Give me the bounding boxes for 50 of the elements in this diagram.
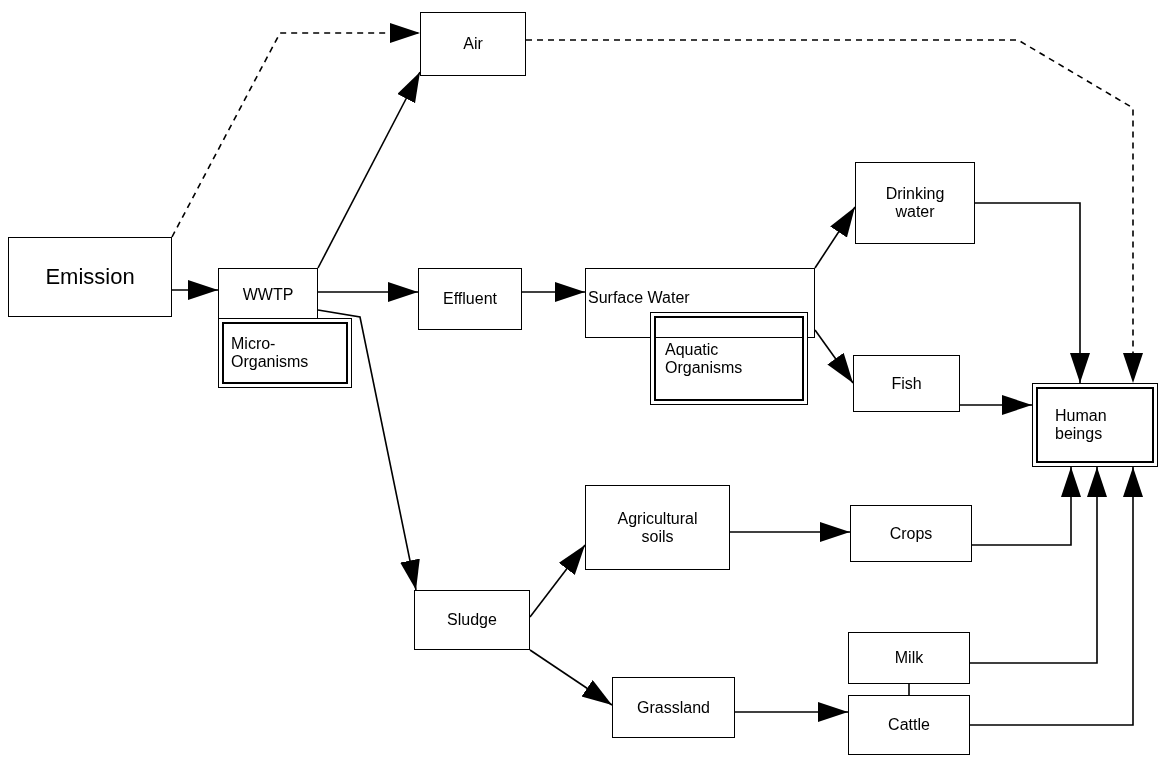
box-label: WWTP xyxy=(242,286,294,304)
dashed-arrow xyxy=(525,39,1143,384)
arrow xyxy=(317,309,420,591)
box-label: Cattle xyxy=(888,716,930,734)
arrow xyxy=(521,282,586,302)
process-box xyxy=(853,355,960,412)
process-box xyxy=(418,268,522,330)
box-label: Human beings xyxy=(1055,407,1108,443)
process-box xyxy=(612,677,735,738)
process-box xyxy=(848,695,970,755)
box-label: Micro- Organisms xyxy=(231,335,310,371)
arrow xyxy=(814,329,854,384)
box-label: Grassland xyxy=(637,698,710,717)
process-box xyxy=(585,485,730,570)
box-label: Fish xyxy=(891,374,922,393)
connector-line xyxy=(908,683,910,696)
box-label: Air xyxy=(463,35,483,53)
arrow xyxy=(959,395,1033,415)
arrow xyxy=(734,702,849,722)
arrow xyxy=(729,522,851,542)
arrow xyxy=(969,466,1107,664)
dashed-arrow xyxy=(171,23,421,238)
process-box xyxy=(855,162,975,244)
process-box xyxy=(420,12,526,76)
double-border-box xyxy=(218,318,352,388)
arrow xyxy=(317,282,419,302)
process-box xyxy=(848,632,970,684)
box-label: Surface Water xyxy=(588,289,690,307)
arrow xyxy=(971,466,1081,546)
arrow xyxy=(814,206,856,269)
box-label: Milk xyxy=(894,649,924,667)
process-box xyxy=(8,237,172,317)
box-label: Agricultural soils xyxy=(616,509,699,546)
box-label: Crops xyxy=(889,524,933,543)
box-label: Emission xyxy=(45,264,135,290)
process-box xyxy=(850,505,972,562)
process-box xyxy=(414,590,530,650)
double-border-box xyxy=(650,312,808,405)
arrow xyxy=(974,202,1090,384)
double-border-box xyxy=(1032,383,1158,467)
box-label: Sludge xyxy=(447,611,497,629)
arrow xyxy=(969,466,1143,726)
box-label: Effluent xyxy=(443,290,497,308)
arrow xyxy=(529,544,586,618)
process-box xyxy=(585,268,815,338)
box-label: Aquatic Organisms xyxy=(665,340,744,377)
arrow xyxy=(171,280,219,300)
arrow xyxy=(529,649,613,706)
arrow xyxy=(317,71,421,269)
box-label: Drinking water xyxy=(884,185,946,221)
